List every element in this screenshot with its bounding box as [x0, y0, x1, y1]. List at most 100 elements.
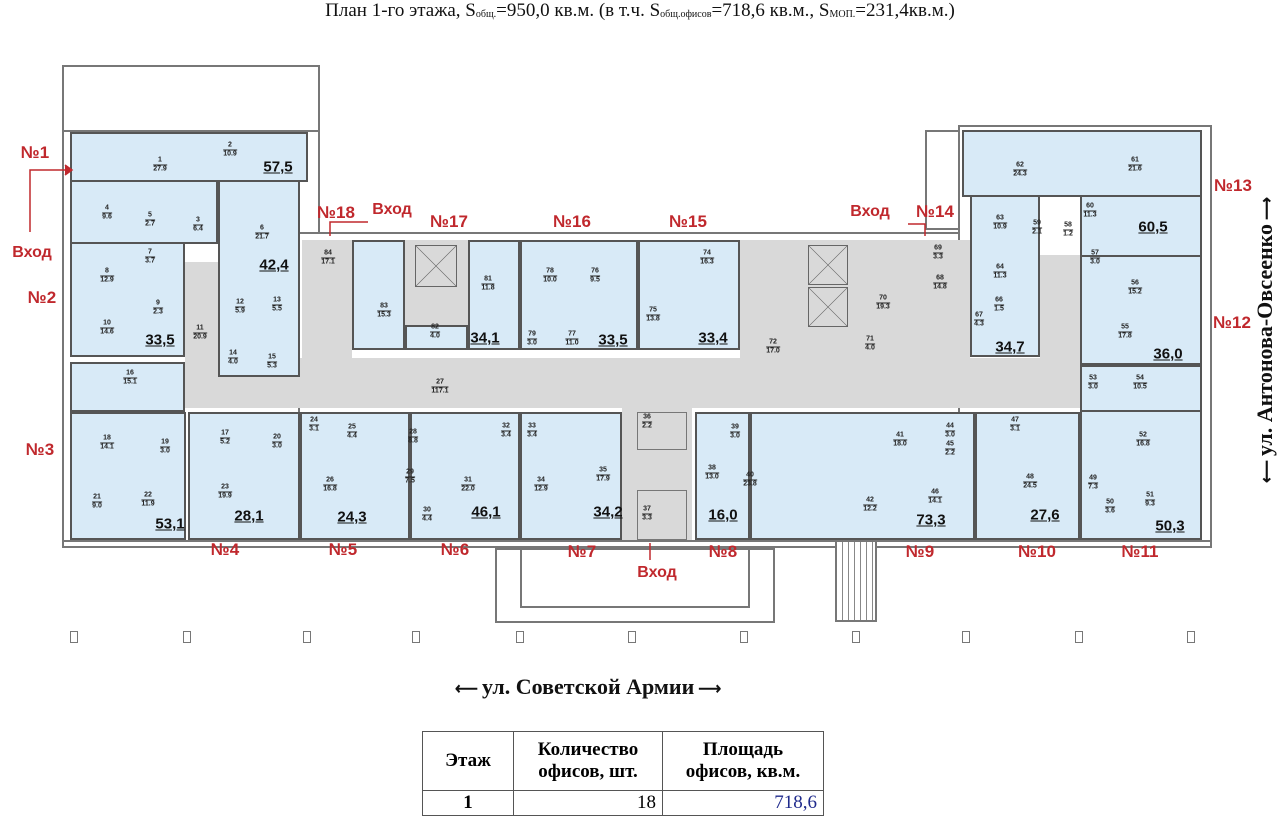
office-13-area[interactable] — [1080, 195, 1202, 257]
room-area: 3.3 — [642, 514, 652, 522]
office-number-label[interactable]: №5 — [328, 540, 358, 559]
office-total-area: 34,1 — [470, 329, 500, 347]
office-4-area[interactable] — [188, 412, 300, 540]
office-number-label[interactable]: №15 — [669, 212, 707, 231]
room-number: 70 — [876, 295, 890, 304]
room-number: 41 — [893, 432, 907, 441]
street-right-label: ул. Антонова-Овсеенко — [1252, 223, 1277, 457]
room-number: 27 — [431, 379, 449, 388]
office-total-area: 36,0 — [1153, 345, 1183, 363]
room-area: 14.6 — [100, 328, 114, 336]
office-number-label[interactable]: №9 — [905, 542, 935, 561]
pillar — [628, 631, 636, 643]
room-number: 15 — [267, 353, 277, 363]
office-14-area[interactable] — [970, 195, 1040, 357]
office-total-area: 24,3 — [337, 508, 367, 526]
office-total-area: 33,5 — [145, 331, 175, 349]
room-number: 57 — [1090, 249, 1100, 259]
room-number: 23 — [218, 484, 232, 493]
room-number: 56 — [1128, 280, 1142, 289]
office-number-label[interactable]: №1 — [20, 143, 50, 162]
room-number: 33 — [527, 422, 537, 432]
room-number: 61 — [1128, 157, 1142, 166]
office-17-area[interactable] — [468, 240, 520, 350]
office-total-area: 60,5 — [1138, 218, 1168, 236]
office-7-area[interactable] — [520, 412, 622, 540]
room-area: 17.9 — [596, 475, 610, 483]
office-number-label[interactable]: №12 — [1213, 313, 1251, 332]
room-area: 24.3 — [1013, 170, 1027, 178]
office-total-area: 46,1 — [471, 503, 501, 521]
room-number: 77 — [565, 331, 579, 340]
office-6-area[interactable] — [410, 412, 520, 540]
room-area: 7.5 — [405, 477, 415, 485]
office-total-area: 16,0 — [708, 506, 738, 524]
elevator-icon — [415, 245, 457, 287]
room-number: 67 — [974, 311, 984, 321]
office-16-area[interactable] — [520, 240, 638, 350]
office-10-area[interactable] — [975, 412, 1080, 540]
office-5-area[interactable] — [300, 412, 410, 540]
room-area: 12.9 — [534, 485, 548, 493]
room-number: 18 — [100, 435, 114, 444]
room-area: 4.4 — [347, 432, 357, 440]
room-area: 4.4 — [422, 515, 432, 523]
header-floor: Этаж — [422, 731, 514, 791]
office-9-area[interactable] — [750, 412, 975, 540]
room-number: 28 — [408, 428, 418, 438]
office-number-label[interactable]: №8 — [708, 542, 738, 561]
office-total-area: 27,6 — [1030, 506, 1060, 524]
room-area: 16.8 — [1136, 440, 1150, 448]
office-11-area[interactable] — [1080, 410, 1202, 540]
facade-line — [62, 540, 1212, 548]
office-15-area[interactable] — [638, 240, 740, 350]
room-area: 3.6 — [1105, 507, 1115, 515]
office-number-label[interactable]: №13 — [1214, 176, 1252, 195]
office-number-label[interactable]: №11 — [1121, 542, 1159, 561]
office-number-label[interactable]: №2 — [27, 288, 57, 307]
room-area: 8.8 — [408, 437, 418, 445]
office-8-area[interactable] — [695, 412, 750, 540]
stairwell-68 — [905, 240, 970, 358]
pillar — [740, 631, 748, 643]
room-number: 4 — [102, 205, 112, 214]
office-number-label[interactable]: №4 — [210, 540, 240, 559]
room-number: 19 — [160, 438, 170, 448]
room-number: 76 — [590, 267, 600, 277]
title-sub: МОП. — [829, 9, 856, 20]
office-13-area[interactable] — [962, 130, 1202, 197]
office-number-label[interactable]: №3 — [25, 440, 55, 459]
office-number-label[interactable]: №14 — [916, 202, 954, 221]
room-number: 64 — [993, 264, 1007, 273]
office-total-area: 33,5 — [598, 331, 628, 349]
room-area: 13.0 — [705, 473, 719, 481]
room-number: 51 — [1145, 491, 1155, 501]
header-count: Количество офисов, шт. — [513, 731, 663, 791]
room-number: 54 — [1133, 375, 1147, 384]
room-area: 10.5 — [1133, 383, 1147, 391]
summary-table: Этаж Количество офисов, шт. Площадь офис… — [422, 731, 824, 816]
office-3-area[interactable] — [70, 412, 186, 540]
office-number-label[interactable]: №10 — [1018, 542, 1056, 561]
office-18-area[interactable] — [218, 180, 300, 377]
office-2-area[interactable] — [70, 242, 185, 357]
office-number-label[interactable]: №17 — [430, 212, 468, 231]
office-number-label[interactable]: №16 — [553, 212, 591, 231]
room-area: 20.9 — [193, 333, 207, 341]
office-number-label[interactable]: №7 — [567, 542, 597, 561]
office-number-label[interactable]: №6 — [440, 540, 470, 559]
office-number-label[interactable]: №18 — [317, 203, 355, 222]
